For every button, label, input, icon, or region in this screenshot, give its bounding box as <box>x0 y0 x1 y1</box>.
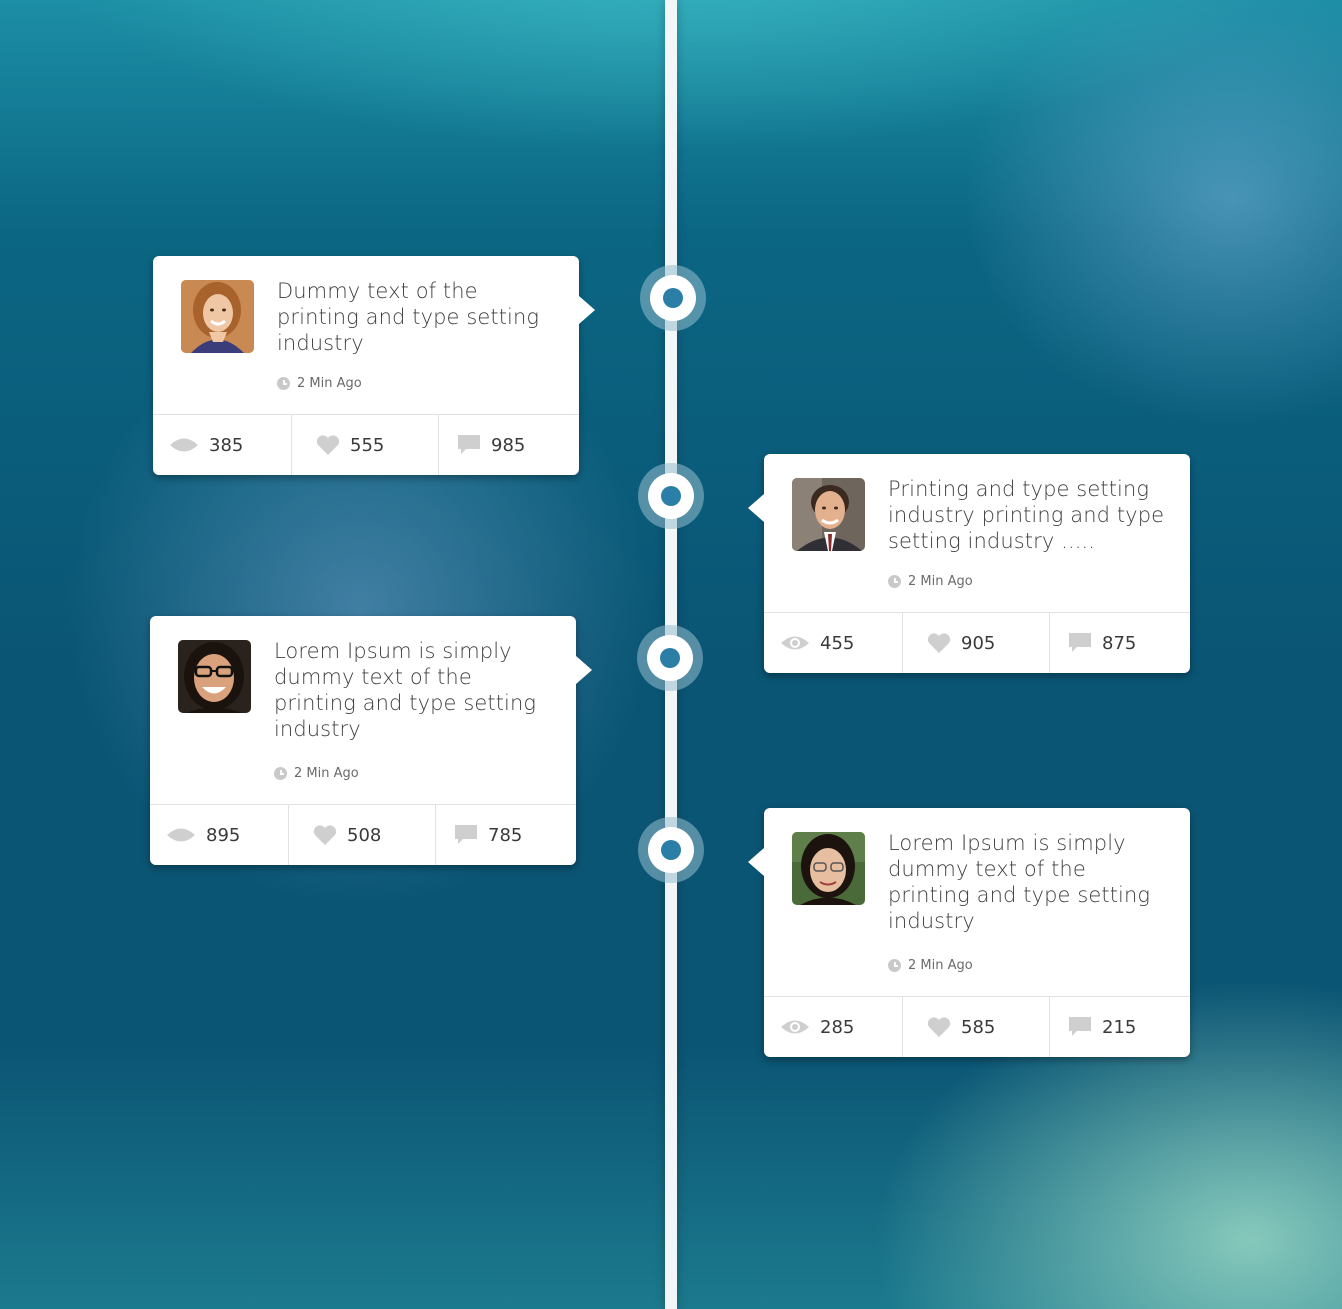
views-stat[interactable]: 385 <box>153 415 291 475</box>
comments-stat[interactable]: 985 <box>438 415 579 475</box>
post-stats: 385 555 985 <box>153 414 579 475</box>
likes-stat[interactable]: 508 <box>288 805 435 865</box>
heart-icon <box>927 633 951 653</box>
post-title: Printing and type setting industry print… <box>888 477 1165 553</box>
comment-icon <box>455 825 477 844</box>
eye-icon <box>781 636 809 650</box>
heart-icon <box>927 1017 951 1037</box>
comments-stat[interactable]: 215 <box>1049 997 1190 1057</box>
post-title: Dummy text of the printing and type sett… <box>277 279 540 355</box>
eye-icon <box>167 828 195 842</box>
clock-icon <box>274 767 287 780</box>
timeline-card[interactable]: Lorem Ipsum is simply dummy text of the … <box>748 808 1190 1057</box>
avatar[interactable] <box>181 280 254 353</box>
clock-icon <box>888 959 901 972</box>
timeline-card[interactable]: Printing and type setting industry print… <box>748 454 1190 673</box>
views-stat[interactable]: 895 <box>150 805 288 865</box>
post-time: 2 Min Ago <box>888 574 973 589</box>
eye-icon <box>170 438 198 452</box>
timeline-node-4[interactable] <box>638 817 704 883</box>
post-time: 2 Min Ago <box>888 958 973 973</box>
post-title: Lorem Ipsum is simply dummy text of the … <box>888 831 1151 933</box>
post-title: Lorem Ipsum is simply dummy text of the … <box>274 639 537 741</box>
avatar[interactable] <box>792 478 865 551</box>
heart-icon <box>313 825 337 845</box>
likes-stat[interactable]: 585 <box>902 997 1049 1057</box>
timeline-card[interactable]: Lorem Ipsum is simply dummy text of the … <box>150 616 592 865</box>
clock-icon <box>888 575 901 588</box>
avatar[interactable] <box>178 640 251 713</box>
post-stats: 895 508 785 <box>150 804 576 865</box>
post-time: 2 Min Ago <box>274 766 359 781</box>
views-stat[interactable]: 455 <box>764 613 902 673</box>
eye-icon <box>781 1020 809 1034</box>
comment-icon <box>458 435 480 454</box>
post-stats: 285 585 215 <box>764 996 1190 1057</box>
likes-stat[interactable]: 905 <box>902 613 1049 673</box>
comments-stat[interactable]: 875 <box>1049 613 1190 673</box>
heart-icon <box>316 435 340 455</box>
likes-stat[interactable]: 555 <box>291 415 438 475</box>
post-stats: 455 905 875 <box>764 612 1190 673</box>
avatar[interactable] <box>792 832 865 905</box>
comments-stat[interactable]: 785 <box>435 805 576 865</box>
comment-icon <box>1069 1017 1091 1036</box>
post-time: 2 Min Ago <box>277 376 362 391</box>
clock-icon <box>277 377 290 390</box>
comment-icon <box>1069 633 1091 652</box>
views-stat[interactable]: 285 <box>764 997 902 1057</box>
timeline-node-2[interactable] <box>638 463 704 529</box>
timeline-node-1[interactable] <box>640 265 706 331</box>
timeline-node-3[interactable] <box>637 625 703 691</box>
timeline-card[interactable]: Dummy text of the printing and type sett… <box>153 256 595 475</box>
